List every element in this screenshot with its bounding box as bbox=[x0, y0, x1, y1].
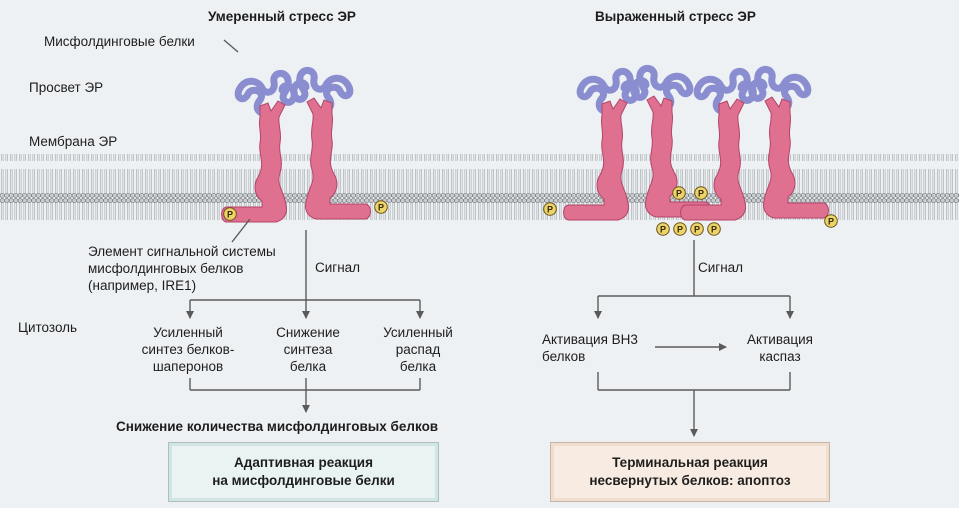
phosphate-circle bbox=[673, 222, 687, 236]
phosphate-label: P bbox=[711, 224, 717, 234]
phosphate-circle bbox=[672, 186, 686, 200]
adaptive-response-box: Адаптивная реакция на мисфолдинговые бел… bbox=[168, 442, 439, 502]
outcome-caspase-activation: Активация каспаз bbox=[747, 332, 813, 364]
phosphate-label: P bbox=[698, 188, 704, 198]
cytosol-label: Цитозоль bbox=[18, 320, 78, 335]
outcome-reduced-synthesis: Снижение синтеза белка bbox=[276, 325, 340, 374]
outcome-protein-degradation: Усиленный распад белка bbox=[383, 325, 453, 374]
signal-label-right: Сигнал bbox=[698, 260, 744, 275]
phosphate-label: P bbox=[547, 204, 553, 214]
misfolded-protein-shape bbox=[294, 70, 350, 110]
phosphate-circle bbox=[690, 222, 704, 236]
phosphate-label: P bbox=[694, 224, 700, 234]
misfolded-reduction-label: Снижение количества мисфолдинговых белко… bbox=[116, 419, 439, 434]
terminal-response-box: Терминальная реакция несвернутых белков:… bbox=[550, 442, 830, 502]
phosphate-circle bbox=[707, 222, 721, 236]
phosphate-circle bbox=[824, 214, 838, 228]
misfolded-proteins-label: Мисфолдинговые белки bbox=[44, 34, 195, 49]
phosphate-label: P bbox=[828, 216, 834, 226]
title-severe-stress: Выраженный стресс ЭР bbox=[595, 9, 756, 24]
misfolded-protein-shape bbox=[752, 69, 808, 109]
outcome-chaperone-synthesis: Усиленный синтез белков- шаперонов bbox=[141, 325, 235, 374]
misfolded-pointer-line bbox=[223, 39, 239, 53]
misfolded-protein-shape bbox=[634, 68, 690, 108]
phosphate-circle bbox=[694, 186, 708, 200]
er-membrane-label: Мембрана ЭР bbox=[29, 134, 118, 149]
sensor-label: Элемент сигнальной системы мисфолдинговы… bbox=[88, 244, 276, 293]
phosphate-label: P bbox=[677, 224, 683, 234]
phosphate-circle bbox=[374, 200, 388, 214]
phosphate-label: P bbox=[227, 209, 233, 219]
phosphate-label: P bbox=[378, 202, 384, 212]
phosphate-label: P bbox=[676, 188, 682, 198]
outcome-bh3-activation: Активация ВН3 белков bbox=[542, 332, 638, 364]
signal-label-left: Сигнал bbox=[315, 260, 361, 275]
phosphate-circle bbox=[656, 222, 670, 236]
sensor-pointer-line bbox=[231, 218, 251, 243]
title-moderate-stress: Умеренный стресс ЭР bbox=[208, 9, 356, 24]
er-lumen-label: Просвет ЭР bbox=[29, 80, 104, 95]
phosphate-circle bbox=[543, 202, 557, 216]
phosphate-circle bbox=[223, 207, 237, 221]
phosphate-label: P bbox=[660, 224, 666, 234]
